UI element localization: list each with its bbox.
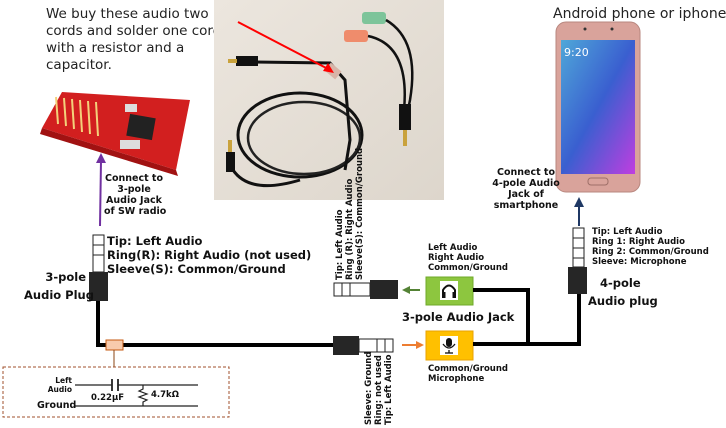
headphone-signal-list: Left Audio Right Audio Common/Ground: [428, 243, 508, 273]
rc-circuit: [75, 379, 198, 407]
mic-pin-vertical-3: Tip: Left Audio: [384, 354, 394, 425]
pin-label: Sleeve: Microphone: [592, 257, 687, 267]
green-jack-photo: [362, 12, 386, 24]
red-arrow: [237, 21, 331, 71]
phone-connect-line: Jack of: [508, 189, 544, 200]
signal-label: Microphone: [428, 374, 485, 384]
resistor-symbol: [137, 385, 149, 406]
joined-cable: [473, 288, 530, 346]
radio-module-image: [40, 92, 190, 176]
phone-title: Android phone or iphone: [553, 6, 726, 22]
three-pole-plug-label: 3-pole: [34, 270, 86, 284]
signal-label: Right Audio: [428, 253, 485, 263]
circuit-input-label: Left Audio: [40, 376, 72, 394]
headphone-pin-vertical-1: Tip: Left Audio: [335, 209, 345, 280]
signal-label: Common/Ground: [428, 263, 508, 273]
circuit-ground-label: Ground: [37, 400, 77, 411]
radio-connect-line: Connect to: [104, 173, 164, 184]
circuit-input-line: Left: [55, 376, 72, 385]
four-pole-plug-label: 4-pole: [600, 276, 641, 290]
headphone-jack-caption: 3-pole Audio Jack: [402, 310, 515, 324]
mic-pin-vertical-2: Ring: not used: [374, 355, 384, 425]
radio-connect-line: Audio Jack: [106, 195, 162, 206]
three-pole-pin-list: Tip: Left Audio Ring(R): Right Audio (no…: [107, 234, 311, 276]
radio-connect-label: Connect to 3-pole Audio Jack of SW radio: [104, 173, 167, 217]
smartphone-image: 9:20: [555, 21, 641, 193]
headphone-pin-vertical-2: Ring (R): Right Audio: [345, 178, 355, 280]
mic-pin-vertical-1: Sleeve: Ground: [364, 351, 374, 425]
solder-junction: [105, 339, 124, 351]
pin-label: Ring 2: Common/Ground: [592, 247, 709, 257]
mic-plug: [333, 336, 394, 355]
four-pole-plug-label-2: Audio plug: [588, 294, 658, 308]
pin-label: Tip: Left Audio: [592, 227, 663, 237]
pink-jack-photo: [344, 30, 368, 42]
cords-photo: [214, 0, 444, 200]
plug-photo-a: [236, 56, 258, 66]
pin-label: Sleeve(S): Common/Ground: [107, 262, 286, 276]
circuit-box: [2, 366, 230, 418]
headphone-pin-vertical-3: Sleeve(S): Common/Ground: [355, 147, 365, 280]
phone-connect-line: 4-pole Audio: [492, 178, 560, 189]
resistor-value: 4.7kΩ: [151, 390, 179, 400]
circuit-input-line: Audio: [47, 385, 72, 394]
radio-connect-line: 3-pole: [117, 184, 151, 195]
microphone-icon: [442, 338, 456, 354]
radio-arrow: [99, 159, 102, 227]
signal-label: Common/Ground: [428, 364, 508, 374]
phone-clock: 9:20: [564, 46, 589, 59]
phone-connect-label: Connect to 4-pole Audio Jack of smartpho…: [492, 167, 560, 211]
plug-name-line: Audio Plug: [24, 288, 94, 302]
signal-label: Left Audio: [428, 243, 478, 253]
plug-name-line: 3-pole: [45, 270, 86, 284]
capacitor-value: 0.22μF: [91, 393, 125, 403]
intro-text: We buy these audio two cords and solder …: [46, 6, 222, 73]
headphones-icon: [442, 284, 456, 298]
headphone-plug: [333, 280, 398, 299]
three-pole-plug: [89, 234, 108, 345]
three-pole-plug-label-2: Audio Plug: [24, 288, 94, 302]
four-pole-plug: [568, 227, 587, 294]
four-pole-pin-list: Tip: Left Audio Ring 1: Right Audio Ring…: [592, 227, 709, 267]
phone-connect-line: Connect to: [496, 167, 556, 178]
phone-connect-line: smartphone: [493, 200, 559, 211]
mic-signal-list: Common/Ground Microphone: [428, 364, 508, 384]
pin-label: Ring(R): Right Audio (not used): [107, 248, 312, 262]
pin-label: Tip: Left Audio: [107, 234, 203, 248]
pin-label: Ring 1: Right Audio: [592, 237, 685, 247]
radio-connect-line: of SW radio: [104, 206, 167, 217]
